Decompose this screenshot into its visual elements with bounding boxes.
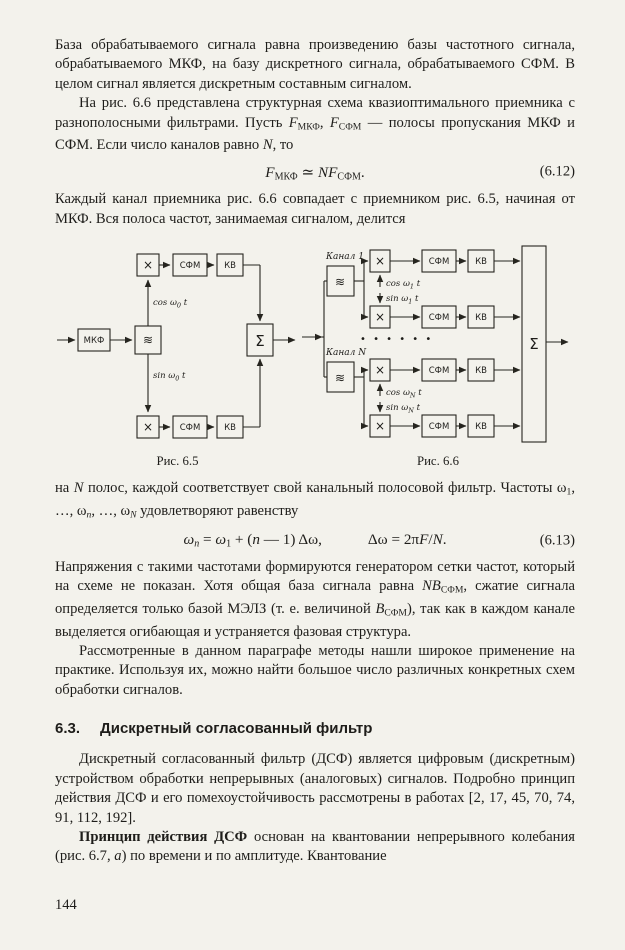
equation-6-12-body: FМКФ ≃ NFСФМ. [265, 163, 365, 183]
paragraph-5: Напряжения с такими частотами формируютс… [55, 558, 575, 640]
channel-1-label: Канал 1 [325, 252, 364, 262]
multiplier-block [369, 305, 391, 329]
kv-block [467, 358, 495, 382]
sfm-block-label: СФМ [429, 422, 450, 432]
section-number: 6.3. [55, 720, 81, 738]
figure-6-6-caption: Рис. 6.6 [416, 453, 460, 468]
summator-block [246, 323, 274, 357]
cos-omega0-label: cos ω0 t [153, 298, 188, 310]
paragraph-7: Дискретный согласованный фильтр (ДСФ) яв… [55, 751, 575, 826]
multiplier-block [369, 249, 391, 273]
fig65-wires [57, 261, 296, 431]
sin-omega0-label: sin ω0 t [153, 371, 186, 383]
cos-omegaN-label: cos ωN t [386, 388, 422, 400]
sin-omegaN-label: sin ωN t [386, 403, 421, 415]
sfm-block-label: СФМ [180, 261, 201, 271]
page-number: 144 [55, 897, 77, 913]
page-content: База обрабатываемого сигнала равна произ… [55, 37, 576, 865]
figure-6-5-and-6-6: МКФ ≋ × СФМ КВ × СФМ КВ Σ [55, 242, 575, 469]
kv-block-label: КВ [475, 422, 487, 432]
sfm-block [172, 253, 208, 277]
paragraph-8: Принцип действия ДСФ основан на квантова… [55, 828, 575, 865]
multiplier-block [369, 414, 391, 438]
multiplier-block [369, 358, 391, 382]
channel-n-filter-symbol: ≋ [335, 371, 345, 385]
summator-symbol: Σ [255, 332, 264, 350]
multiplier-symbol: × [375, 310, 385, 324]
oscillator-block [134, 325, 162, 355]
channel-1-filter-symbol: ≋ [335, 275, 345, 289]
kv-block-label: КВ [475, 366, 487, 376]
paragraph-1: База обрабатываемого сигнала равна произ… [55, 37, 575, 92]
figure-captions: Рис. 6.5 Рис. 6.6 [55, 454, 575, 469]
channel-n-label: Канал N [325, 348, 367, 358]
kv-block [216, 253, 244, 277]
sfm-block [421, 358, 457, 382]
sfm-block-label: СФМ [429, 366, 450, 376]
multiplier-symbol: × [143, 258, 153, 272]
equation-6-13: ωn = ω1 + (n — 1) Δω,Δω = 2πF/N. (6.13) [55, 531, 575, 549]
sfm-block [421, 249, 457, 273]
equation-6-12: FМКФ ≃ NFСФМ. (6.12) [55, 163, 575, 182]
kv-block-label: КВ [224, 423, 236, 433]
diagram-fig-6-5: МКФ ≋ × СФМ КВ × СФМ КВ Σ [57, 253, 296, 439]
sin-omega1-label: sin ω1 t [386, 294, 419, 306]
kv-block-label: КВ [224, 261, 236, 271]
summator-block [521, 245, 547, 443]
sfm-block [172, 415, 208, 439]
mkf-block [77, 328, 111, 352]
equation-6-12-number: (6.12) [539, 163, 575, 180]
fig66-wires [302, 257, 569, 430]
sfm-block-label: СФМ [180, 423, 201, 433]
kv-block-label: КВ [475, 313, 487, 323]
sfm-block-label: СФМ [429, 313, 450, 323]
oscillator-symbol: ≋ [143, 333, 153, 347]
paragraph-3: Каждый канал приемника рис. 6.6 совпадае… [55, 191, 575, 227]
cos-omega1-label: cos ω1 t [386, 279, 421, 291]
mkf-block-label: МКФ [84, 336, 105, 346]
sfm-block [421, 414, 457, 438]
equation-6-13-body: ωn = ω1 + (n — 1) Δω,Δω = 2πF/N. [183, 531, 447, 550]
multiplier-symbol: × [375, 363, 385, 377]
channel-n-filter-block [326, 361, 355, 393]
kv-block [467, 414, 495, 438]
multiplier-block [136, 415, 160, 439]
figure-diagrams-row: МКФ ≋ × СФМ КВ × СФМ КВ Σ [55, 242, 575, 450]
channel-1-filter-block [326, 265, 355, 297]
channels-ellipsis: • • • • • • [360, 334, 433, 345]
multiplier-block [136, 253, 160, 277]
equation-6-13-number: (6.13) [539, 532, 575, 549]
kv-block-label: КВ [475, 257, 487, 267]
section-heading-6-3: 6.3. Дискретный согласованный фильтр [55, 720, 575, 737]
multiplier-symbol: × [143, 420, 153, 434]
diagram-fig-6-6: Канал 1 ≋ × СФМ КВ cos ω1 t sin ω1 t × С… [302, 245, 569, 443]
figure-6-5-caption: Рис. 6.5 [156, 453, 199, 468]
paragraph-6: Рассмотренные в данном параграфе методы … [55, 643, 575, 698]
kv-block [216, 415, 244, 439]
kv-block [467, 305, 495, 329]
paragraph-2: На рис. 6.6 представлена структурная схе… [55, 95, 575, 154]
paragraph-4: на N полос, каждой соответствует свой ка… [55, 479, 576, 520]
sfm-block [421, 305, 457, 329]
section-title: Дискретный согласованный фильтр [100, 720, 373, 738]
summator-symbol: Σ [529, 335, 538, 353]
multiplier-symbol: × [375, 254, 385, 268]
kv-block [467, 249, 495, 273]
sfm-block-label: СФМ [429, 257, 450, 267]
multiplier-symbol: × [375, 419, 385, 433]
